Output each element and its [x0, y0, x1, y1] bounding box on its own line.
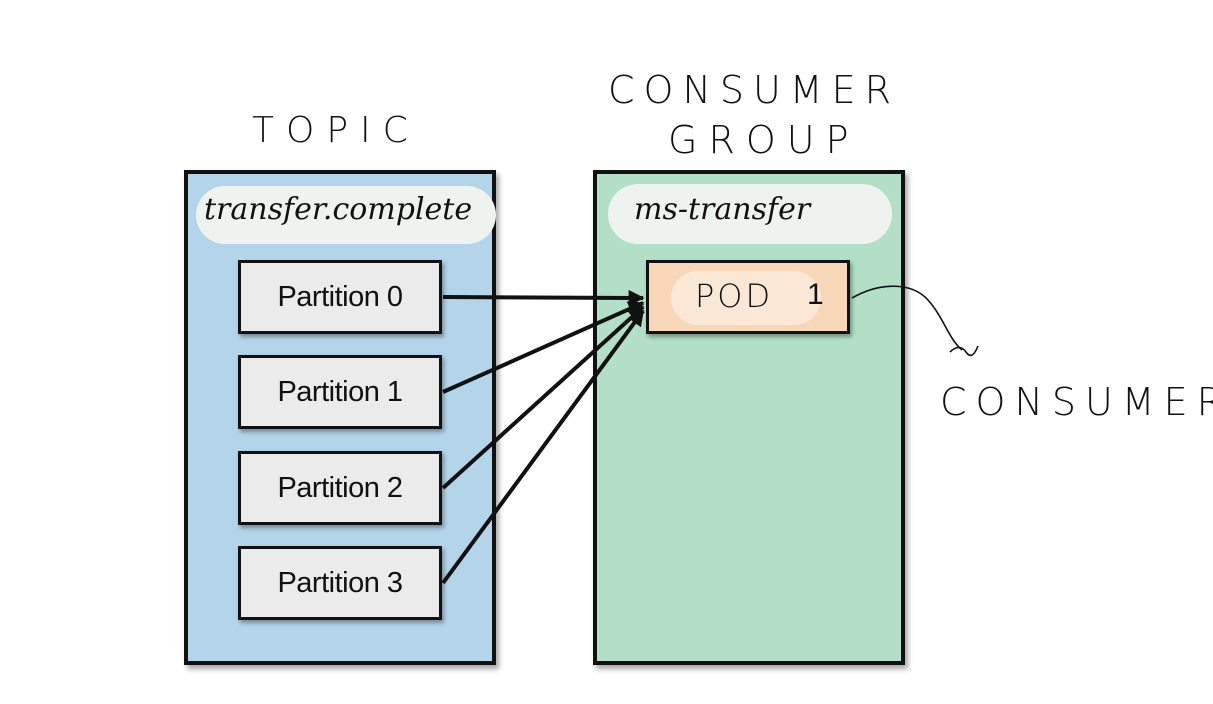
- pod-number: 1: [807, 278, 824, 311]
- partition-box-0: Partition 0: [238, 260, 442, 334]
- pod-box: POD 1: [646, 260, 850, 334]
- topic-name-label: transfer.complete: [196, 186, 496, 244]
- consumer-group-name-label: ms-transfer: [608, 184, 892, 244]
- consumer-group-heading-line-2: GROUP: [668, 118, 860, 162]
- partition-box-3: Partition 3: [238, 546, 442, 620]
- partition-box-1: Partition 1: [238, 355, 442, 429]
- pod-label: POD: [695, 277, 774, 315]
- consumer-connector-tilde: [949, 345, 979, 357]
- pod-label-highlight: [671, 271, 821, 325]
- topic-heading: TOPIC: [252, 110, 420, 151]
- partition-box-2: Partition 2: [238, 451, 442, 525]
- consumer-annotation-label: CONSUMER: [940, 380, 1213, 424]
- consumer-group-heading-line-1: CONSUMER: [608, 68, 901, 112]
- consumer-group-panel: [593, 170, 905, 665]
